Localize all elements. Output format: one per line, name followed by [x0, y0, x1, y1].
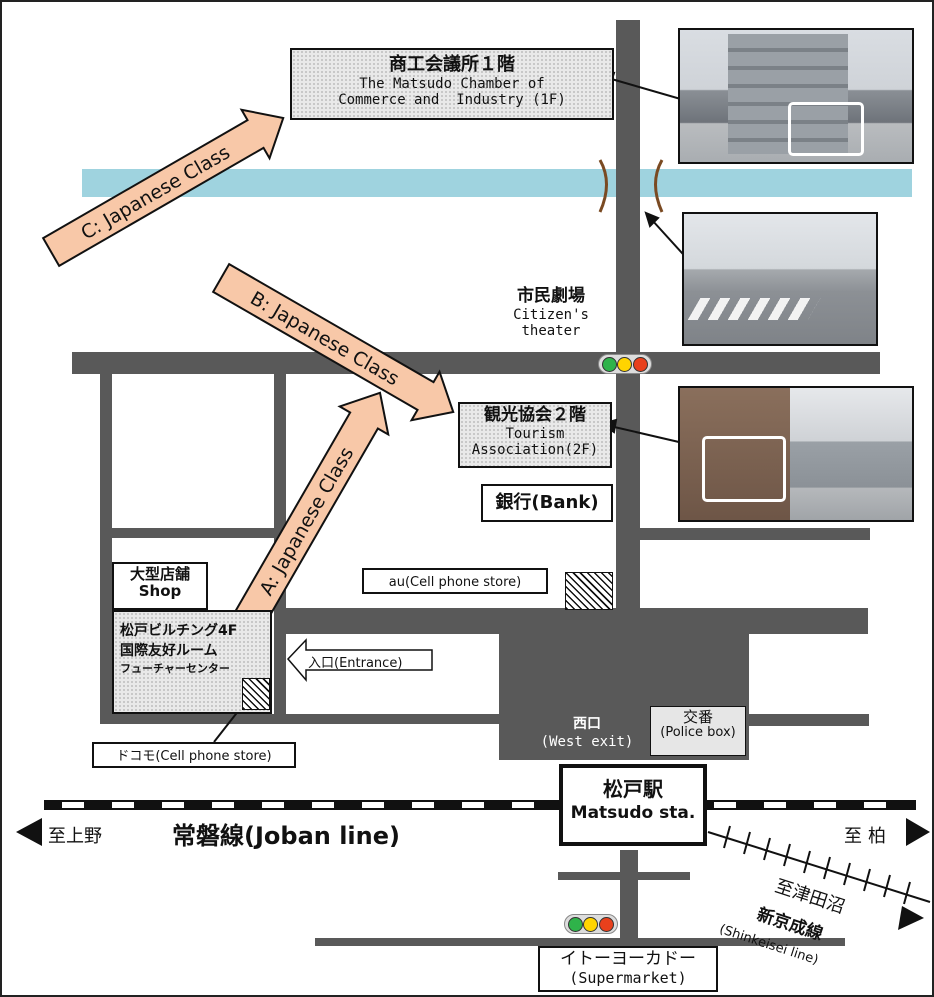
route-c-label: C: Japanese Class: [77, 141, 234, 244]
south-crossroad: [558, 872, 690, 880]
joban-line-label: 常磐線(Joban line): [172, 822, 400, 850]
crosswalk-stripes: [687, 298, 821, 320]
west-road: [100, 374, 112, 724]
traffic-green-icon: [568, 916, 584, 932]
photo-chamber-building: [678, 28, 914, 164]
photo-tourism-street: [678, 386, 914, 522]
docomo-store-label: ドコモ(Cell phone store): [92, 742, 296, 768]
matsudo-station-label: 松戸駅 Matsudo sta.: [559, 764, 707, 846]
main-road-vertical: [616, 20, 640, 610]
west-exit-jp: 西口: [573, 716, 601, 732]
supermarket-road: [315, 938, 845, 946]
traffic-light-north: [598, 354, 652, 374]
koban-jp: 交番: [682, 708, 713, 726]
bank-label: 銀行(Bank): [481, 484, 613, 522]
au-store-marker: [565, 572, 613, 610]
route-arrow-a: A: Japanese Class: [230, 391, 390, 635]
bridge-left: [598, 159, 608, 213]
photo-bridge-crossing: [682, 212, 878, 346]
station-jp: 松戸駅: [603, 777, 663, 801]
chamber-en-2: Commerce and Industry (1F): [338, 91, 566, 108]
koban-en: (Police box): [660, 725, 736, 741]
traffic-red-icon: [598, 916, 614, 932]
au-text: au(Cell phone store): [388, 575, 522, 590]
traffic-light-south: [564, 914, 618, 934]
shinkeisei-track: [707, 831, 931, 903]
citizens-theater-label: 市民劇場 Citizen's theater: [505, 286, 597, 349]
ueno-arrow-icon: [16, 818, 42, 846]
route-a-label: A: Japanese Class: [255, 443, 358, 599]
tourism-entrance-highlight: [702, 436, 786, 502]
theater-en-2: theater: [521, 322, 581, 339]
supermarket-en: (Supermarket): [569, 968, 687, 987]
tourism-en-2: Association(2F): [471, 441, 599, 458]
matsudo-building-label: 松戸ビルチング4F 国際友好ルーム フューチャーセンター: [112, 610, 272, 714]
tourism-building: [680, 388, 790, 520]
shinkeisei-ties: [723, 825, 911, 905]
traffic-yellow-icon: [583, 916, 599, 932]
route-arrow-c: C: Japanese Class: [41, 108, 285, 268]
route-b-label: B: Japanese Class: [246, 287, 402, 390]
chamber-entrance-highlight: [788, 102, 864, 156]
building-line-3: フューチャーセンター: [120, 662, 230, 676]
west-exit-label: 西口 (West exit): [532, 716, 642, 751]
tsudanuma-arrow-icon: [898, 906, 924, 930]
shop-en: Shop: [138, 582, 182, 601]
to-kashiwa-label: 至柏: [844, 826, 892, 847]
to-ueno-label: 至上野: [48, 826, 102, 847]
koban-road: [749, 714, 869, 726]
tourism-association-label: 観光協会２階 Tourism Association(2F): [458, 402, 612, 468]
shop-jp: 大型店舗: [129, 565, 190, 583]
docomo-text: ドコモ(Cell phone store): [116, 749, 272, 764]
bridge-right: [654, 159, 664, 213]
station-en: Matsudo sta.: [570, 803, 696, 823]
au-store-label: au(Cell phone store): [362, 568, 548, 594]
building-line-2: 国際友好ルーム: [120, 642, 218, 659]
tourism-jp: 観光協会２階: [484, 405, 586, 425]
bank-road: [640, 528, 870, 540]
building-line-1: 松戸ビルチング4F: [120, 623, 238, 639]
route-arrow-b: B: Japanese Class: [211, 262, 455, 422]
upper-side-road: [112, 528, 274, 538]
chamber-of-commerce-label: 商工会議所１階 The Matsudo Chamber of Commerce …: [290, 48, 614, 120]
chamber-en-1: The Matsudo Chamber of: [359, 75, 545, 92]
bank-text: 銀行(Bank): [495, 492, 599, 513]
joban-track-ties: [62, 802, 886, 808]
theater-jp: 市民劇場: [517, 286, 585, 306]
shop-label: 大型店舗 Shop: [112, 562, 208, 610]
docomo-store-marker: [242, 678, 270, 710]
lower-west-road: [100, 714, 500, 724]
west-exit-en: (West exit): [540, 733, 634, 750]
traffic-green-icon: [602, 356, 618, 372]
kashiwa-arrow-icon: [906, 818, 930, 846]
entrance-arrow-icon: [286, 638, 433, 683]
entrance-label: 入口(Entrance): [308, 656, 403, 671]
chamber-jp: 商工会議所１階: [389, 54, 515, 75]
tourism-en-1: Tourism: [505, 425, 565, 442]
traffic-yellow-icon: [617, 356, 633, 372]
theater-road: [72, 352, 880, 374]
theater-en-1: Citizen's: [513, 306, 589, 323]
supermarket-label: イトーヨーカドー (Supermarket): [538, 946, 718, 992]
police-box-label: 交番 (Police box): [650, 706, 746, 756]
supermarket-jp: イトーヨーカドー: [560, 949, 696, 969]
traffic-red-icon: [632, 356, 648, 372]
